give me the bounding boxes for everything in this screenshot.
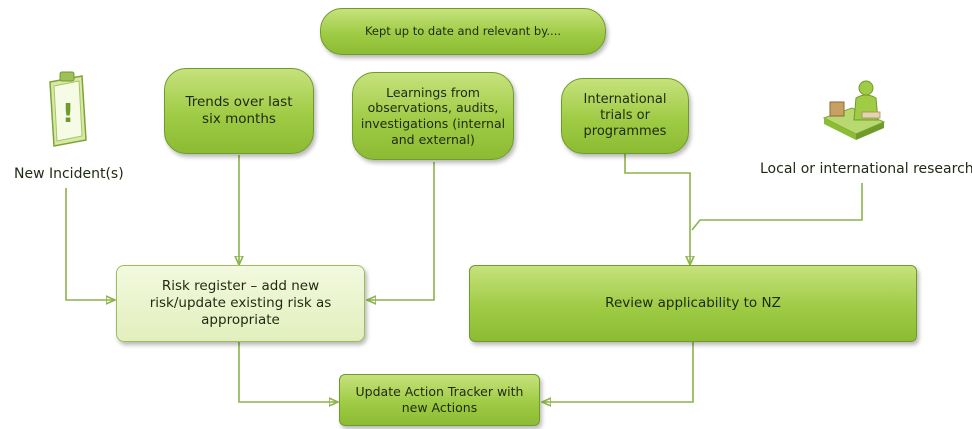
connector-international-to-review xyxy=(624,153,690,264)
connector-risk-to-tracker xyxy=(238,342,337,402)
header-node: Kept up to date and relevant by.... xyxy=(320,8,606,55)
header-node-text: Kept up to date and relevant by.... xyxy=(364,24,562,39)
local-research-label: Local or international research xyxy=(760,161,972,177)
connector-incident-to-risk xyxy=(65,188,114,300)
connector-research-to-review xyxy=(691,183,863,231)
risk-register-node-text: Risk register – add new risk/update exis… xyxy=(149,278,332,328)
international-node: International trials or programmes xyxy=(561,78,689,154)
new-incidents-label: New Incident(s) xyxy=(14,166,124,182)
risk-register-node: Risk register – add new risk/update exis… xyxy=(116,265,365,342)
tracker-node: Update Action Tracker with new Actions xyxy=(339,374,540,426)
person-at-desk-icon xyxy=(822,78,886,144)
clipboard-alert-icon: ! xyxy=(44,70,88,148)
connector-learnings-to-risk xyxy=(368,162,435,300)
learnings-node-text: Learnings from observations, audits, inv… xyxy=(360,84,506,147)
review-node-text: Review applicability to NZ xyxy=(605,295,781,312)
review-node: Review applicability to NZ xyxy=(469,265,917,342)
tracker-node-text: Update Action Tracker with new Actions xyxy=(355,384,524,415)
international-node-text: International trials or programmes xyxy=(583,91,667,140)
learnings-node: Learnings from observations, audits, inv… xyxy=(352,72,514,160)
trends-node-text: Trends over last six months xyxy=(185,94,293,127)
trends-node: Trends over last six months xyxy=(164,68,314,154)
connector-review-to-tracker xyxy=(543,342,694,402)
svg-text:!: ! xyxy=(62,99,74,129)
